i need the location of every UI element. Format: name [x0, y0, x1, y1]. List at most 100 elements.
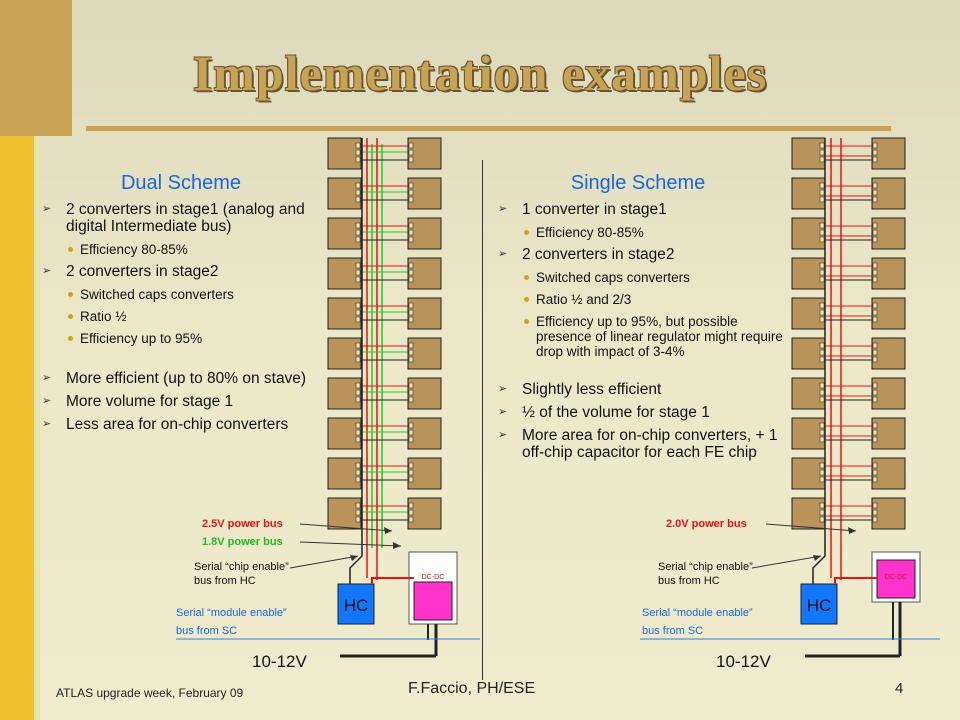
chip-pad: [355, 156, 361, 163]
arrowhead-icon: [848, 527, 856, 534]
footer-event: ATLAS upgrade week, February 09: [56, 686, 244, 700]
chip-pad: [819, 262, 825, 269]
fe-chip: [791, 337, 826, 370]
chip-pad: [819, 516, 825, 523]
list-item: ➢More volume for stage 1: [42, 393, 234, 410]
module-enable-label: bus from SC: [642, 625, 703, 637]
green-bus-pointer: [299, 541, 402, 547]
arrowhead-icon: [384, 527, 392, 534]
chip-pad: [408, 276, 414, 283]
chip-pad: [355, 276, 361, 283]
slide-title: Implementation examples: [192, 45, 768, 101]
chip-enable-label: bus from HC: [194, 575, 256, 587]
chip-pad: [819, 342, 825, 349]
chip-pad: [355, 516, 361, 523]
fe-chip: [327, 137, 362, 170]
chip-enable-label: Serial “chip enable”: [194, 561, 289, 573]
chip-pad: [872, 429, 878, 436]
chip-enable-pointer: [289, 555, 359, 569]
fe-chip: [327, 297, 362, 330]
chip-pad: [819, 229, 825, 236]
chip-pad: [872, 276, 878, 283]
chip-pad: [872, 342, 878, 349]
chip-pad: [819, 356, 825, 363]
chip-pad: [872, 509, 878, 516]
chip-pad: [872, 236, 878, 243]
left-accent-edge: [34, 136, 40, 720]
arrow-bullet-icon: ➢: [42, 395, 52, 407]
chip-pad: [408, 229, 414, 236]
arrow-bullet-icon: ➢: [42, 265, 52, 277]
title-rule: [86, 126, 891, 131]
arrowhead-icon: [813, 555, 821, 561]
chip-pad: [355, 149, 361, 156]
chip-pad: [355, 469, 361, 476]
chip-pad: [355, 302, 361, 309]
chip-pad: [408, 422, 414, 429]
chip-pad: [872, 396, 878, 403]
fe-chip: [871, 337, 906, 370]
chip-pad: [872, 469, 878, 476]
fe-chip: [871, 417, 906, 450]
list-item: Efficiency 80-85%: [492, 225, 784, 240]
dcdc-box: [413, 581, 453, 621]
fe-chip: [327, 257, 362, 290]
chip-pad: [819, 462, 825, 469]
chip-pad: [408, 236, 414, 243]
list-item: Switched caps converters: [492, 270, 784, 285]
fe-chip: [871, 497, 906, 530]
chip-pad: [355, 476, 361, 483]
fe-chip: [327, 457, 362, 490]
chip-pad: [408, 516, 414, 523]
chip-pad: [819, 149, 825, 156]
fe-chip: [327, 417, 362, 450]
chip-pad: [355, 396, 361, 403]
dot-bullet-icon: [524, 319, 529, 324]
fe-chip: [791, 297, 826, 330]
single-scheme-stave: [791, 137, 906, 580]
fe-chip: [407, 337, 442, 370]
chip-pad: [872, 262, 878, 269]
chip-pad: [872, 229, 878, 236]
fe-chip: [407, 497, 442, 530]
chip-pad: [819, 142, 825, 149]
fe-chip: [791, 377, 826, 410]
fe-chip: [407, 257, 442, 290]
chip-pad: [408, 309, 414, 316]
chip-pad: [819, 222, 825, 229]
chip-pad: [819, 349, 825, 356]
arrowhead-icon: [350, 555, 358, 561]
fe-chip: [327, 177, 362, 210]
chip-pad: [355, 422, 361, 429]
chip-pad: [408, 356, 414, 363]
single-scheme-column: Single Scheme ➢1 converter in stage1 Eff…: [492, 172, 784, 461]
chip-pad: [408, 262, 414, 269]
dot-bullet-icon: [524, 275, 529, 280]
chip-pad: [408, 269, 414, 276]
dot-bullet-icon: [68, 314, 73, 319]
fe-chip: [407, 217, 442, 250]
chip-pad: [872, 156, 878, 163]
chip-pad: [355, 229, 361, 236]
chip-pad: [819, 382, 825, 389]
sub-list: Switched caps converters Ratio ½ Efficie…: [36, 287, 328, 346]
arrowhead-icon: [393, 542, 401, 549]
chip-pad: [872, 389, 878, 396]
red-bus-label: 2.0V power bus: [666, 518, 747, 530]
chip-pad: [355, 189, 361, 196]
chip-pad: [408, 316, 414, 323]
chip-pad: [872, 356, 878, 363]
chip-pad: [819, 309, 825, 316]
chip-pad: [355, 309, 361, 316]
chip-pad: [819, 196, 825, 203]
chip-pad: [355, 349, 361, 356]
dcdc-red-link: [371, 577, 414, 584]
arrow-bullet-icon: ➢: [42, 372, 52, 384]
fe-chip: [791, 217, 826, 250]
dot-bullet-icon: [68, 336, 73, 341]
chip-pad: [872, 316, 878, 323]
list-item: Ratio ½ and 2/3: [492, 292, 784, 307]
chip-pad: [408, 142, 414, 149]
chip-pad: [355, 196, 361, 203]
